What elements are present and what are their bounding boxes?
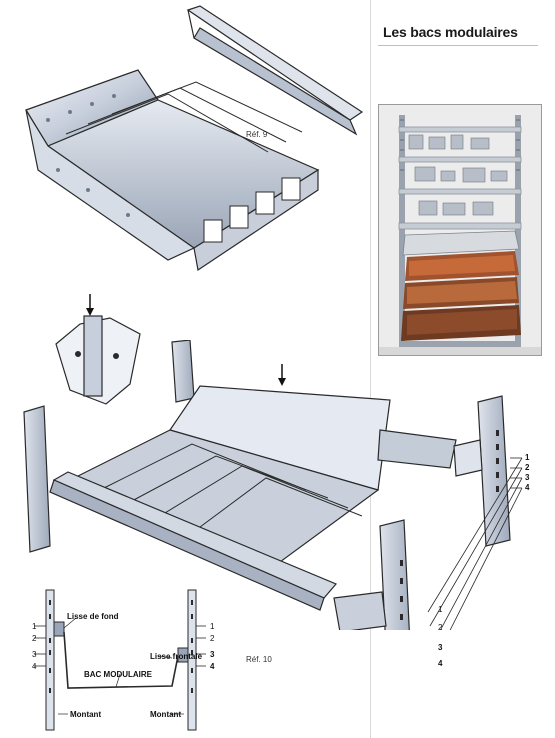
column-divider	[370, 0, 371, 738]
front-level-number-1: 1	[438, 605, 443, 614]
level-number-1: 1	[525, 453, 530, 462]
shelving-photo-drawing	[379, 105, 541, 355]
ref-10-label: Réf. 10	[246, 655, 272, 664]
label-bac-modulaire: BAC MODULAIRE	[84, 670, 152, 679]
section-left-level-2: 2	[32, 634, 37, 643]
section-left-level-4: 4	[32, 662, 37, 671]
title-rule	[378, 45, 538, 46]
shelving-photo	[378, 104, 542, 356]
level-number-2: 2	[525, 463, 530, 472]
level-number-3: 3	[525, 473, 530, 482]
section-left-level-3: 3	[32, 650, 37, 659]
label-lisse-frontale: Lisse frontale	[150, 652, 203, 661]
front-level-number-3: 3	[438, 643, 443, 652]
assembly-illustration	[23, 340, 523, 630]
page-title: Les bacs modulaires	[383, 24, 518, 40]
rail-illustration	[186, 5, 364, 136]
label-montant-left: Montant	[70, 710, 102, 719]
label-montant-right: Montant	[150, 710, 182, 719]
section-right-level-3: 3	[210, 650, 215, 659]
modular-bin-illustration	[25, 69, 320, 272]
hook-detail-illustration	[55, 294, 141, 405]
section-right-level-1: 1	[210, 622, 215, 631]
label-lisse-de-fond: Lisse de fond	[67, 612, 119, 621]
section-left-level-1: 1	[32, 622, 37, 631]
level-number-4: 4	[525, 483, 530, 492]
section-right-level-4: 4	[210, 662, 215, 671]
section-right-level-2: 2	[210, 634, 215, 643]
cross-section-diagram	[34, 589, 206, 731]
ref-9-label: Réf. 9	[246, 130, 268, 139]
front-level-number-2: 2	[438, 623, 443, 632]
front-level-number-4: 4	[438, 659, 443, 668]
